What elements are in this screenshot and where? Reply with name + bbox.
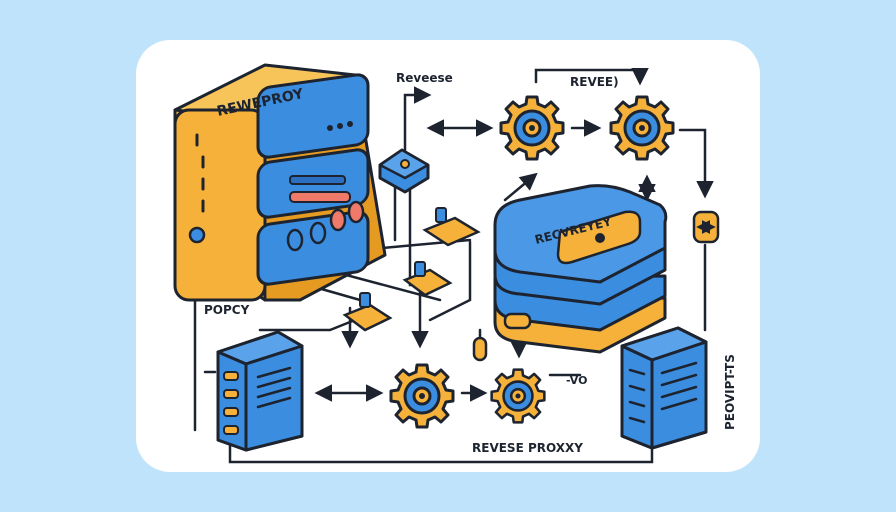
gear-icon [389, 363, 455, 429]
arrow-icon [678, 128, 714, 199]
gear-icon [609, 95, 675, 161]
arrow-icon [534, 68, 649, 86]
bottom-caption-label: REVESE PROXXY [472, 441, 583, 455]
right-side-label: PEOVIPT-TS [723, 354, 737, 430]
connector-tiles [342, 207, 481, 332]
gear-icon [499, 95, 565, 161]
small-router-node [378, 148, 430, 194]
arrow-icon [258, 316, 362, 332]
main-proxy-server: REWEPROY [173, 63, 387, 302]
left-side-label: POPCY [204, 303, 250, 317]
arrow-icon [428, 240, 472, 322]
arrow-icon [403, 86, 432, 152]
bottom-small-label: -VO [566, 374, 587, 387]
arrow-icon [503, 172, 538, 202]
server-rack-icon [216, 330, 304, 452]
gear-icon [490, 368, 546, 424]
plug-icon [472, 336, 488, 362]
middle-switch-device: RECVREYEY [493, 184, 668, 354]
top-reverse-label: Reveese [396, 71, 453, 85]
server-rack-icon [620, 326, 708, 450]
top-right-label: REVEE) [570, 75, 619, 89]
